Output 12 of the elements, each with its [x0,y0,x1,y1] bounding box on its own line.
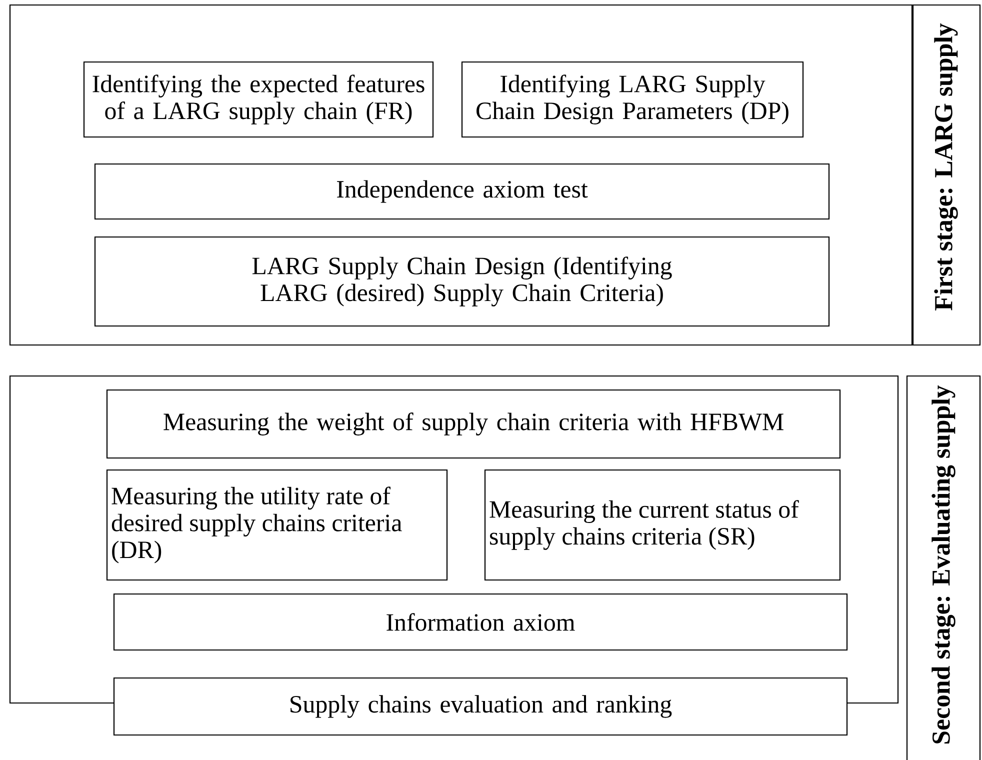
process-box: Independence axiom test [94,163,830,220]
process-box: Information axiom [113,593,848,651]
process-box: Measuring the weight of supply chain criteria with HFBWM [106,389,841,459]
process-box: Identifying LARG Supply Chain Design Parameters (DP) [461,61,804,138]
process-box: LARG Supply Chain Design (Identifying LARG (desired) Supply Chain Criteria) [94,236,830,327]
stage-label: Second stage: Evaluating supply [906,375,981,760]
process-box: Measuring the utility rate of desired supply chains criteria (DR) [106,469,448,581]
process-box: Identifying the expected features of a LARG supply chain (FR) [83,61,434,138]
stage-label: First stage: LARG supply [911,4,981,346]
process-box: Measuring the current status of supply chains criteria (SR) [484,469,841,581]
process-box: Supply chains evaluation and ranking [113,677,848,736]
stage-frame [9,4,914,346]
